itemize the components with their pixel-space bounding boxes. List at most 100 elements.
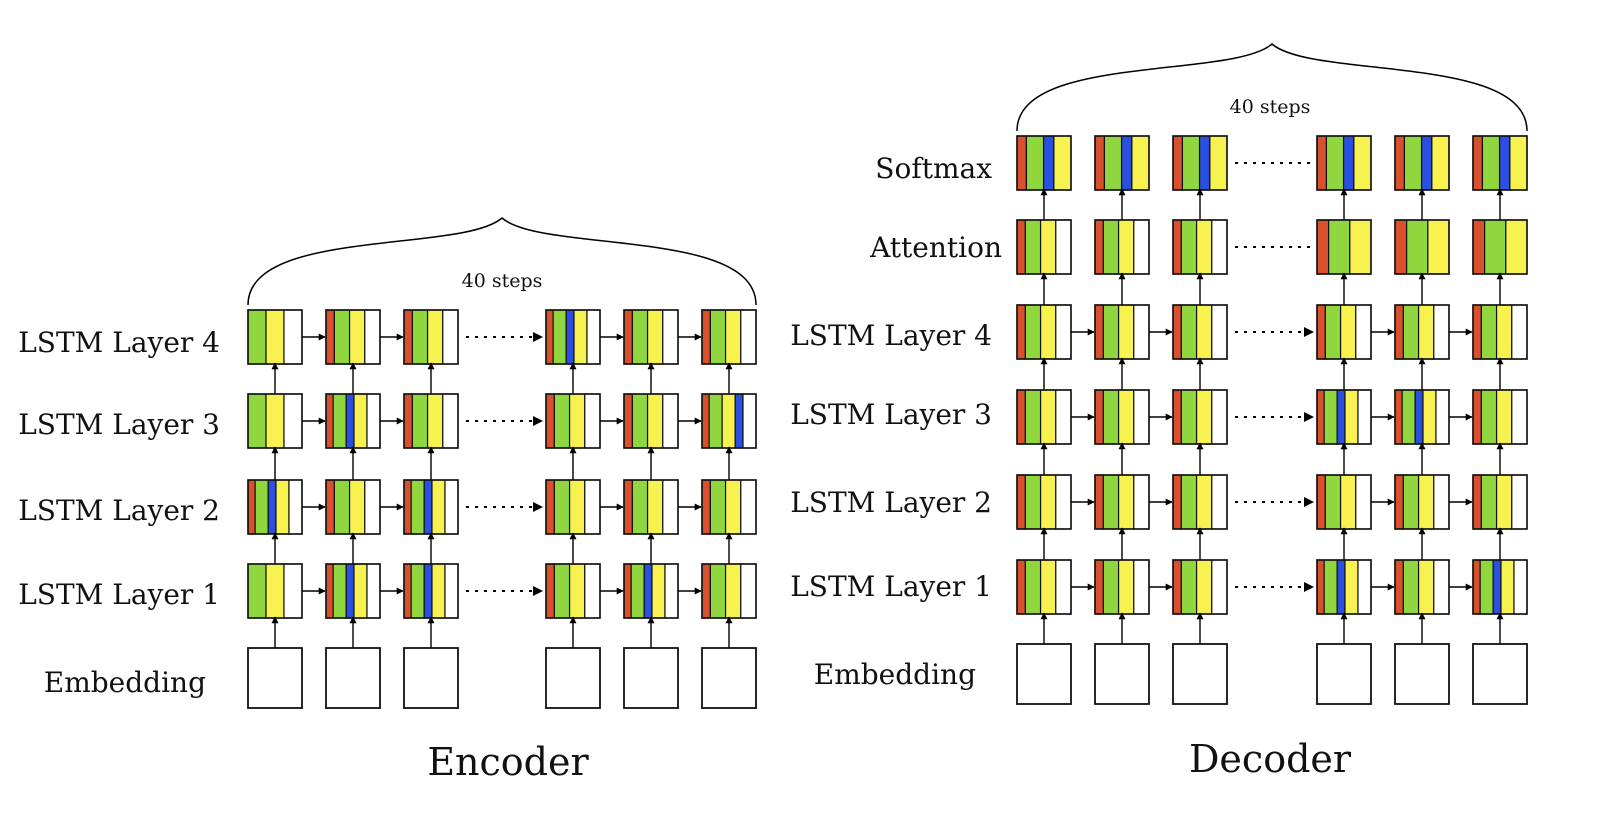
cell-stripe-white bbox=[442, 309, 459, 365]
cell-stripe-blue bbox=[345, 563, 355, 619]
decoder-lstm-2-cell-4 bbox=[1316, 474, 1372, 530]
cell-stripe-yellow bbox=[1500, 559, 1515, 615]
cell-stripe-green bbox=[1480, 474, 1498, 530]
cell-stripe-red bbox=[403, 563, 412, 619]
cell-stripe-blue bbox=[1336, 389, 1346, 445]
cell-stripe-yellow bbox=[265, 393, 285, 449]
encoder-lstm-3-cell-1 bbox=[247, 393, 303, 449]
cell-stripe-white bbox=[1433, 559, 1450, 615]
cell-stripe-yellow bbox=[568, 393, 586, 449]
decoder-lstm-4-cell-1 bbox=[1016, 304, 1072, 360]
cell-stripe-green bbox=[1402, 304, 1420, 360]
decoder-lstm-1-cell-2 bbox=[1094, 559, 1150, 615]
decoder-lstm-3-cell-3 bbox=[1172, 389, 1228, 445]
decoder-softmax-cell-5 bbox=[1394, 135, 1450, 191]
encoder-embedding-cell-1 bbox=[247, 647, 303, 709]
encoder-lstm-1-cell-4 bbox=[545, 563, 601, 619]
cell-stripe-white bbox=[364, 479, 381, 535]
decoder-row-label-attention: Attention bbox=[869, 231, 1002, 264]
cell-stripe-yellow bbox=[1039, 304, 1057, 360]
cell-stripe-white bbox=[662, 309, 679, 365]
cell-stripe-yellow bbox=[1195, 389, 1213, 445]
cell-stripe-red bbox=[1316, 474, 1326, 530]
encoder-lstm-4-cell-4 bbox=[545, 309, 601, 365]
cell-stripe-blue bbox=[1498, 135, 1511, 191]
cell-stripe-white bbox=[586, 309, 601, 365]
encoder-row-label-lstm-1: LSTM Layer 1 bbox=[18, 578, 220, 611]
decoder-attention-cell-2 bbox=[1094, 219, 1150, 275]
cell-stripe-white bbox=[662, 393, 679, 449]
decoder-lstm-4-cell-4 bbox=[1316, 304, 1372, 360]
cell-stripe-white bbox=[1133, 474, 1150, 530]
cell-stripe-green bbox=[708, 393, 723, 449]
cell-stripe-red bbox=[1394, 219, 1408, 275]
cell-stripe-blue bbox=[565, 309, 575, 365]
cell-stripe-white bbox=[1133, 389, 1150, 445]
encoder-panel: Encoder 40 steps LSTM Layer 4 LSTM Layer… bbox=[18, 217, 757, 784]
cell-stripe-red bbox=[1316, 304, 1326, 360]
cell-stripe-green bbox=[1484, 219, 1507, 275]
cell-stripe-red bbox=[1094, 474, 1104, 530]
cell-stripe-green bbox=[1024, 559, 1042, 615]
cell-stripe-green bbox=[411, 309, 429, 365]
cell-stripe-white bbox=[1433, 474, 1450, 530]
cell-stripe-red bbox=[1172, 474, 1182, 530]
cell-stripe-red bbox=[1472, 474, 1482, 530]
cell-stripe-white bbox=[1511, 474, 1528, 530]
cell-stripe-yellow bbox=[1039, 389, 1057, 445]
cell-stripe-white bbox=[740, 563, 757, 619]
cell-stripe-green bbox=[1402, 559, 1420, 615]
cell-stripe-blue bbox=[423, 479, 433, 535]
encoder-lstm-4-cell-1 bbox=[247, 309, 303, 365]
cell-stripe-green bbox=[1401, 389, 1416, 445]
cell-stripe-white bbox=[584, 393, 601, 449]
cell-stripe-green bbox=[709, 563, 727, 619]
cell-stripe-red bbox=[701, 309, 711, 365]
decoder-lstm-3-cell-4 bbox=[1316, 389, 1372, 445]
encoder-lstm-2-cell-6 bbox=[701, 479, 757, 535]
decoder-lstm-2-cell-5 bbox=[1394, 474, 1450, 530]
encoder-brace-label: 40 steps bbox=[462, 270, 543, 292]
decoder-row-label-lstm-4: LSTM Layer 4 bbox=[790, 319, 992, 352]
decoder-lstm-1-cell-3 bbox=[1172, 559, 1228, 615]
cell-stripe-red bbox=[623, 393, 633, 449]
encoder-lstm-3-cell-6 bbox=[701, 393, 757, 449]
cell-stripe-yellow bbox=[651, 563, 666, 619]
cell-stripe-red bbox=[1316, 135, 1328, 191]
cell-stripe-green bbox=[1403, 135, 1423, 191]
cell-stripe-red bbox=[1394, 135, 1406, 191]
decoder-lstm-1-cell-6 bbox=[1472, 559, 1528, 615]
cell-stripe-blue bbox=[1198, 135, 1211, 191]
cell-stripe-green bbox=[411, 393, 429, 449]
cell-stripe-yellow bbox=[1505, 219, 1528, 275]
decoder-lstm-3-cell-1 bbox=[1016, 389, 1072, 445]
cell-stripe-blue bbox=[345, 393, 355, 449]
decoder-softmax-cell-1 bbox=[1016, 135, 1072, 191]
cell-stripe-yellow bbox=[426, 393, 444, 449]
cell-stripe-white bbox=[742, 393, 757, 449]
cell-stripe-red bbox=[325, 309, 335, 365]
cell-stripe-red bbox=[1094, 559, 1104, 615]
encoder-lstm-2-cell-4 bbox=[545, 479, 601, 535]
decoder-attention-cell-3 bbox=[1172, 219, 1228, 275]
cell-stripe-blue bbox=[643, 563, 653, 619]
cell-stripe-blue bbox=[1420, 135, 1433, 191]
cell-stripe-yellow bbox=[646, 479, 664, 535]
encoder-lstm-4-cell-6 bbox=[701, 309, 757, 365]
cell-stripe-red bbox=[1094, 135, 1106, 191]
cell-stripe-green bbox=[1102, 304, 1120, 360]
cell-stripe-green bbox=[631, 309, 649, 365]
cell-stripe-green bbox=[1102, 559, 1120, 615]
cell-stripe-white bbox=[1435, 389, 1450, 445]
cell-stripe-red bbox=[1172, 389, 1182, 445]
cell-stripe-green bbox=[410, 563, 425, 619]
cell-stripe-yellow bbox=[568, 479, 586, 535]
cell-stripe-green bbox=[1024, 474, 1042, 530]
cell-stripe-yellow bbox=[1339, 474, 1357, 530]
cell-stripe-red bbox=[1316, 219, 1330, 275]
cell-stripe-white bbox=[584, 479, 601, 535]
cell-stripe-green bbox=[247, 393, 267, 449]
cell-stripe-yellow bbox=[426, 309, 444, 365]
cell-stripe-white bbox=[1355, 304, 1372, 360]
cell-stripe-white bbox=[662, 479, 679, 535]
